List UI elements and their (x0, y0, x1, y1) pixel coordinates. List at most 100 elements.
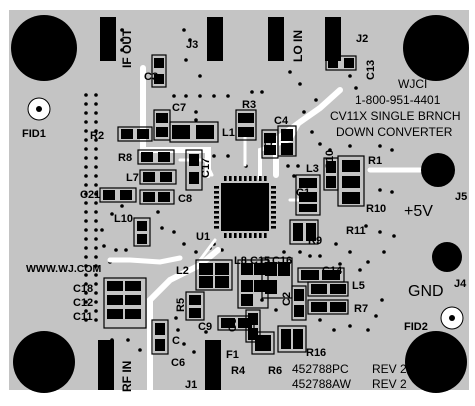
ic-pin (224, 233, 227, 238)
via (84, 237, 88, 241)
via (94, 318, 98, 322)
outline-r16 (277, 325, 307, 353)
label-part-number-1: 452788PC (292, 362, 349, 376)
smd-pad (326, 161, 336, 173)
via (94, 129, 98, 133)
smd-pad (125, 281, 141, 291)
via (94, 165, 98, 169)
via (378, 188, 382, 192)
via (94, 300, 98, 304)
ref-c11: C11 (73, 311, 93, 323)
outline-c2 (291, 285, 307, 321)
via (380, 298, 384, 302)
fiducial-fid1-mark (27, 97, 51, 121)
smd-pad (299, 178, 317, 188)
smd-pad (248, 328, 258, 340)
via (198, 94, 202, 98)
ic-pin (271, 191, 276, 194)
ic-pin (244, 176, 247, 181)
ic-pin (239, 233, 242, 238)
label-if-out: IF OUT (120, 28, 134, 68)
smd-pad (189, 295, 201, 305)
ref-r7: R7 (354, 303, 368, 315)
via (84, 174, 88, 178)
via (94, 192, 98, 196)
smd-pad (322, 270, 340, 280)
ic-pin (214, 216, 219, 219)
ref-r1: R1 (368, 155, 382, 167)
smd-pad (156, 127, 168, 137)
via (328, 148, 332, 152)
ref-c17: C17 (200, 158, 212, 178)
ref-r6: R6 (268, 365, 282, 377)
label-fid2: FID2 (404, 321, 428, 333)
outline-f1 (251, 331, 275, 355)
via (182, 342, 186, 346)
via (194, 118, 198, 122)
via (334, 242, 338, 246)
via (220, 248, 224, 252)
smd-pad (264, 133, 276, 143)
ic-pin (264, 176, 267, 181)
ref-c-hidden: C (172, 335, 180, 347)
ref-l10: L10 (114, 213, 133, 225)
ref-r2: R2 (90, 130, 104, 142)
smd-pad (328, 58, 338, 68)
pad-if-out-left (100, 17, 116, 61)
outline-r5 (185, 291, 205, 321)
via (94, 264, 98, 268)
ic-u1 (214, 176, 276, 238)
label-company: WJCI (398, 77, 427, 91)
smd-pad (199, 276, 213, 288)
via (94, 228, 98, 232)
outline-r2 (117, 126, 153, 142)
via (390, 148, 394, 152)
smd-pad (255, 335, 271, 351)
label-website: WWW.WJ.COM (26, 263, 101, 275)
silk-labels: IF OUT LO IN RF IN J1 J2 J3 J4 J5 +5V GN… (22, 28, 467, 392)
via (354, 86, 358, 90)
smd-pad (342, 192, 360, 204)
outline-c3 (151, 54, 167, 88)
ic-pin (259, 176, 262, 181)
outline-l8 (237, 259, 269, 309)
mount-hole-top-left (11, 15, 77, 81)
smd-pad (278, 262, 290, 276)
label-rf-in: RF IN (120, 361, 134, 392)
ref-c21: C21 (80, 189, 100, 201)
via (226, 94, 230, 98)
via (84, 138, 88, 142)
label-j3: J3 (186, 39, 198, 51)
via (382, 250, 386, 254)
via (176, 328, 180, 332)
via (188, 38, 192, 42)
smd-pad (120, 190, 132, 200)
via (94, 120, 98, 124)
ref-c7: C7 (172, 102, 186, 114)
smd-pad (154, 74, 164, 84)
ic-pin (214, 211, 219, 214)
via (84, 102, 88, 106)
via (84, 219, 88, 223)
via (390, 190, 394, 194)
via (392, 234, 396, 238)
smd-pad (221, 318, 235, 328)
smd-pad (103, 190, 115, 200)
via (84, 264, 88, 268)
connector-pads (98, 17, 341, 390)
outline-c9 (217, 315, 255, 331)
via (84, 255, 88, 259)
via (374, 314, 378, 318)
outline-c1 (295, 174, 321, 216)
smd-pad (326, 176, 336, 188)
ref-r16: R16 (306, 347, 326, 359)
outline-r9 (289, 219, 319, 245)
pad-rf-in-right (205, 340, 221, 390)
mounting-holes (11, 15, 469, 393)
ic-pin (229, 233, 232, 238)
via (84, 318, 88, 322)
via (302, 110, 306, 114)
via (184, 58, 188, 62)
smd-pad (342, 160, 360, 172)
smd-pad (311, 302, 327, 312)
